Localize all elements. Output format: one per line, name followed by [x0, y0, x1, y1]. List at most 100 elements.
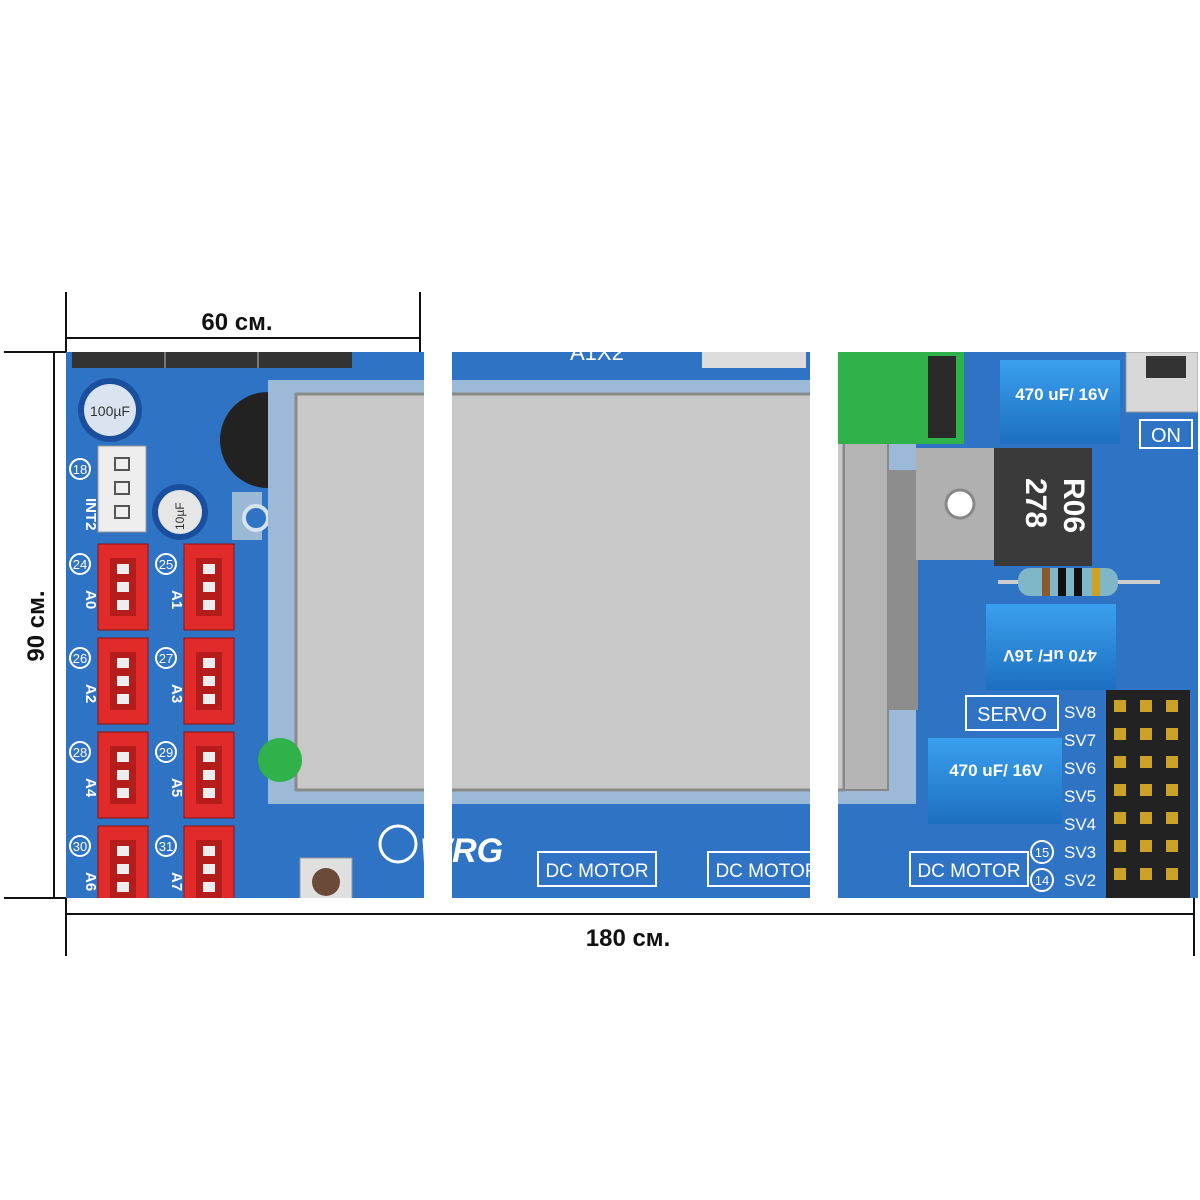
pcb-board: 100µF 18 INT2 10µF 24A025A126A227A328A42…	[66, 340, 1198, 898]
servo-pin-header	[1106, 690, 1190, 898]
analog-port-number: 26	[73, 651, 87, 666]
header-pin	[1140, 756, 1152, 768]
dc-motor-label: DC MOTOR	[715, 861, 818, 882]
capacitor-large-mid-label: 470 uF/ 16V	[1003, 646, 1097, 665]
header-pin	[1114, 868, 1126, 880]
servo-pin-sv2: SV2 14	[1030, 868, 1096, 892]
dimension-bottom	[65, 898, 1195, 956]
servo-pin-sv7: SV7	[1064, 731, 1096, 750]
servo-pin-label: SV3	[1064, 843, 1096, 862]
analog-port-label: A6	[82, 872, 99, 891]
header-pin	[1140, 840, 1152, 852]
capacitor-10uf-label: 10µF	[173, 502, 187, 530]
dimension-height: 90 см.	[23, 590, 50, 661]
header-pin	[1166, 812, 1178, 824]
int-port-number: 18	[73, 462, 87, 477]
header-pin	[1140, 812, 1152, 824]
analog-port-label: A1	[168, 590, 185, 609]
servo-pin-label: SV2	[1064, 871, 1096, 890]
lcd-screen	[268, 380, 918, 804]
dc-motor-3: DC MOTOR	[909, 851, 1029, 887]
inductor-line2: R06	[1057, 478, 1090, 533]
header-pin	[1140, 700, 1152, 712]
panel-gap-1	[424, 352, 452, 898]
servo-pin-label: SV6	[1064, 759, 1096, 778]
inductor: 278 R06	[994, 448, 1092, 566]
analog-port-label: A5	[168, 778, 185, 797]
header-pin	[1114, 756, 1126, 768]
servo-pin-number: 14	[1035, 873, 1049, 888]
resistor	[998, 568, 1160, 596]
analog-port-number: 31	[159, 839, 173, 854]
servo-pin-sv5: SV5	[1064, 787, 1096, 806]
servo-pin-label: SV4	[1064, 815, 1096, 834]
header-pin	[1140, 784, 1152, 796]
capacitor-100uf-label: 100µF	[90, 403, 130, 419]
servo-pin-sv8: SV8	[1064, 703, 1096, 722]
analog-port-number: 24	[73, 557, 87, 572]
analog-port-label: A0	[82, 590, 99, 609]
servo-pin-sv4: SV4	[1064, 815, 1096, 834]
analog-port-label: A3	[168, 684, 185, 703]
header-pin	[1140, 868, 1152, 880]
capacitor-large-bottom-label: 470 uF/ 16V	[949, 761, 1043, 780]
header-pin	[1114, 840, 1126, 852]
servo-pin-label: SV8	[1064, 703, 1096, 722]
top-header	[72, 352, 352, 368]
capacitor-large-top: 470 uF/ 16V	[1000, 360, 1120, 444]
servo-pin-label: SV5	[1064, 787, 1096, 806]
header-pin	[1114, 784, 1126, 796]
dc-motor-1: DC MOTOR	[537, 851, 657, 887]
capacitor-large-mid: 470 uF/ 16V	[986, 604, 1116, 690]
int-port-label: INT2	[82, 498, 99, 531]
header-pin	[1166, 784, 1178, 796]
analog-port-number: 27	[159, 651, 173, 666]
header-pin	[1114, 700, 1126, 712]
header-pin	[1166, 868, 1178, 880]
reset-button	[299, 857, 353, 898]
analog-port-number: 25	[159, 557, 173, 572]
header-pin	[1166, 700, 1178, 712]
capacitor-large-bottom: 470 uF/ 16V	[928, 738, 1062, 824]
analog-port-number: 28	[73, 745, 87, 760]
servo-pin-sv6: SV6	[1064, 759, 1096, 778]
analog-port-label: A7	[168, 872, 185, 891]
dimension-width-total: 180 см.	[586, 925, 670, 952]
panel-gap-2	[810, 352, 838, 898]
dc-motor-label: DC MOTOR	[545, 861, 648, 882]
header-pin	[1166, 840, 1178, 852]
capacitor-100uf: 100µF	[78, 378, 142, 442]
dimension-left	[4, 351, 66, 899]
power-label: ON	[1151, 425, 1181, 447]
dimension-width-panel: 60 см.	[201, 309, 272, 336]
capacitor-10uf: 10µF	[152, 484, 208, 540]
header-pin	[1166, 728, 1178, 740]
capacitor-large-top-label: 470 uF/ 16V	[1015, 385, 1109, 404]
header-pin	[1166, 756, 1178, 768]
servo-pin-sv3: SV3 15	[1030, 840, 1096, 864]
dc-motor-label: DC MOTOR	[917, 861, 1020, 882]
header-pin	[1114, 812, 1126, 824]
servo-label: SERVO	[977, 704, 1047, 726]
analog-port-number: 30	[73, 839, 87, 854]
header-pin	[1140, 728, 1152, 740]
int2-connector: 18 INT2	[69, 445, 147, 533]
servo-pin-label: SV7	[1064, 731, 1096, 750]
analog-port-number: 29	[159, 745, 173, 760]
header-pin	[1114, 728, 1126, 740]
model-fragment: A1X2	[570, 340, 624, 365]
inductor-line1: 278	[1019, 478, 1052, 528]
power-switch: ON	[1125, 352, 1198, 449]
servo-pin-number: 15	[1035, 845, 1049, 860]
